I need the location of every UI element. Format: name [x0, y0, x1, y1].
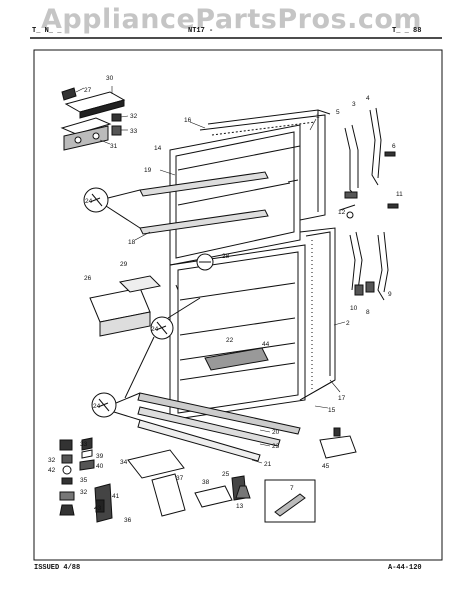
- header-model: NT17 -: [188, 27, 214, 35]
- detail-box-7: [264, 479, 316, 523]
- callout-31: 31: [110, 143, 118, 150]
- callout-33: 33: [130, 128, 138, 135]
- callout-30: 30: [106, 75, 114, 82]
- door-handles: [339, 107, 399, 301]
- callout-21: 21: [264, 461, 272, 468]
- fresh-food-door-liner: [169, 244, 306, 421]
- callout-32: 32: [130, 113, 138, 120]
- callout-22: 22: [226, 337, 234, 344]
- callout-45: 45: [322, 463, 330, 470]
- header-right: T_ _ 88: [392, 27, 422, 35]
- freezer-shelf-rails: [139, 171, 269, 235]
- callout-17: 17: [338, 395, 346, 402]
- callout-32: 32: [80, 489, 88, 496]
- footer-code: A-44-120: [388, 564, 422, 572]
- callout-15: 15: [328, 407, 336, 414]
- callout-10: 10: [350, 305, 358, 312]
- callout-38: 38: [202, 479, 210, 486]
- hinge-cover: [194, 485, 233, 508]
- callout-36: 36: [124, 517, 132, 524]
- top-hinge-assembly: [60, 87, 126, 151]
- hinge-45: [319, 435, 357, 459]
- bottom-hinge-hardware: [59, 437, 113, 523]
- callout-7: 7: [290, 485, 294, 492]
- callout-9: 9: [388, 291, 392, 298]
- hinge-plate: [127, 449, 185, 479]
- callout-6: 6: [392, 143, 396, 150]
- freezer-door-liner: [169, 124, 301, 266]
- callout-35: 35: [80, 477, 88, 484]
- callout-20: 20: [272, 429, 280, 436]
- callout-24: 24: [85, 198, 93, 205]
- callout-5: 5: [336, 109, 340, 116]
- callout-16: 16: [184, 117, 192, 124]
- callout-12: 12: [338, 209, 346, 216]
- diagram-frame: [33, 49, 443, 561]
- callout-24: 24: [93, 403, 101, 410]
- callout-27: 27: [84, 87, 92, 94]
- callout-40: 40: [96, 463, 104, 470]
- hinge-bracket: [151, 473, 186, 517]
- callout-39: 39: [96, 453, 104, 460]
- callout-4: 4: [366, 95, 370, 102]
- callout-14: 14: [154, 145, 162, 152]
- callout-42: 42: [48, 467, 56, 474]
- callout-19: 19: [144, 167, 152, 174]
- callout-8: 8: [366, 309, 370, 316]
- callout-24: 24: [151, 326, 159, 333]
- callout-13: 13: [236, 503, 244, 510]
- callout-25: 25: [222, 471, 230, 478]
- callout-34: 34: [120, 459, 128, 466]
- callout-41: 41: [112, 493, 120, 500]
- callout-3: 3: [352, 101, 356, 108]
- callout-18: 18: [128, 239, 136, 246]
- callout-2: 2: [346, 320, 350, 327]
- footer-issued: ISSUED 4/88: [34, 564, 81, 572]
- callout-26: 26: [84, 275, 92, 282]
- callout-28: 28: [222, 253, 230, 260]
- callout-11: 11: [396, 191, 403, 198]
- callout-32: 32: [48, 457, 56, 464]
- callout-1: 1: [316, 113, 320, 120]
- bottom-rails: [137, 392, 301, 462]
- dairy-cover: [118, 275, 162, 293]
- callout-33: 33: [80, 441, 88, 448]
- callout-23: 23: [272, 443, 280, 450]
- callout-29: 29: [120, 261, 128, 268]
- freezer-door-panel: [199, 109, 331, 221]
- leader-lines: [75, 86, 346, 464]
- callout-43: 43: [94, 505, 102, 512]
- egg-tray: [204, 347, 269, 371]
- fresh-food-door-panel: [299, 227, 336, 401]
- callout-44: 44: [262, 341, 270, 348]
- callout-37: 37: [176, 475, 184, 482]
- watermark: AppliancePartsPros.com: [40, 4, 423, 35]
- header-left: T_ N_ _: [32, 27, 62, 35]
